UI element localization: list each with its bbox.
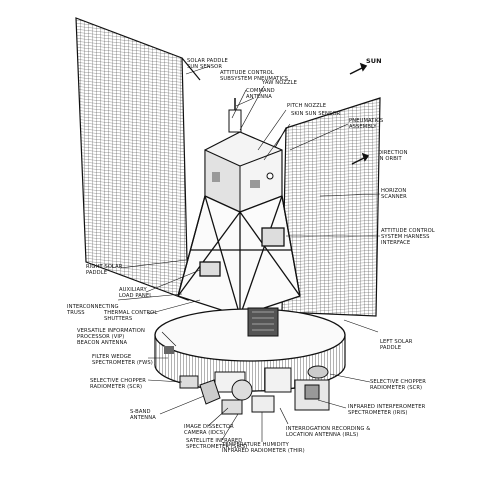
instrument-cluster xyxy=(179,365,330,415)
filter-wedge-spectrometer-label: FILTER WEDGE SPECTROMETER (FWS) xyxy=(92,354,153,366)
interconnecting-truss-shape xyxy=(177,195,301,317)
direction-in-orbit-label: DIRECTION IN ORBIT xyxy=(378,150,408,162)
left-solar-paddle-label: LEFT SOLAR PADDLE xyxy=(380,339,413,351)
solar-paddle-sun-sensor-label: SOLAR PADDLE SUN SENSOR xyxy=(187,58,228,70)
image-dissector-camera-label: IMAGE DISSECTOR CAMERA (IDCS) xyxy=(184,424,234,436)
selective-chopper-radiometer-left-label: SELECTIVE CHOPPER RADIOMETER (SCR) xyxy=(90,378,146,390)
auxiliary-load-panel-label: AUXILIARY LOAD PANEL xyxy=(119,287,153,299)
yaw-nozzle-label: YAW NOZZLE xyxy=(262,80,298,86)
selective-chopper-radiometer-right-label: SELECTIVE CHOPPER RADIOMETER (SCR) xyxy=(370,379,426,391)
irls-label: INTERROGATION RECORDING & LOCATION ANTEN… xyxy=(286,426,371,438)
s-band-antenna-label: S-BAND ANTENNA xyxy=(130,409,156,421)
orbit-direction-arrow xyxy=(351,152,370,165)
thir-label: TEMPERATURE HUMIDITY INFRARED RADIOMETER… xyxy=(222,442,305,454)
interconnecting-truss-label: INTERCONNECTING TRUSS xyxy=(67,304,119,316)
horizon-scanner-label: HORIZON SCANNER xyxy=(381,188,407,200)
vip-beacon-antenna-label: VERSATILE INFORMATION PROCESSOR (VIP) BE… xyxy=(77,328,145,346)
command-antenna-label: COMMAND ANTENNA xyxy=(246,88,275,100)
pneumatics-assembly-label: PNEUMATICS ASSEMBLY xyxy=(349,118,384,130)
sensor-ring xyxy=(154,307,346,392)
sun-label: SUN xyxy=(366,57,382,65)
thermal-control-shutters-label: THERMAL CONTROL SHUTTERS xyxy=(104,310,158,322)
satellite-infrared-spectrometer-label: SATELLITE INFRARED SPECTROMETER (SIRS) xyxy=(186,438,248,450)
pitch-nozzle-label: PITCH NOZZLE xyxy=(287,103,327,109)
leader-lines xyxy=(117,65,381,442)
infrared-interferometer-label: INFRARED INTERFEROMETER SPECTROMETER (IR… xyxy=(348,404,426,416)
sun-arrow xyxy=(349,62,368,75)
upper-body xyxy=(204,98,283,213)
attitude-control-pneumatics-label: ATTITUDE CONTROL SUBSYSTEM PNEUMATICS xyxy=(220,70,289,82)
right-solar-paddle-label: RIGHT SOLAR PADDLE xyxy=(86,264,123,276)
skin-sun-sensor-label: SKIN SUN SENSOR xyxy=(291,111,341,117)
right-solar-paddle-shape xyxy=(75,17,201,301)
attitude-control-harness-label: ATTITUDE CONTROL SYSTEM HARNESS INTERFAC… xyxy=(381,228,435,246)
